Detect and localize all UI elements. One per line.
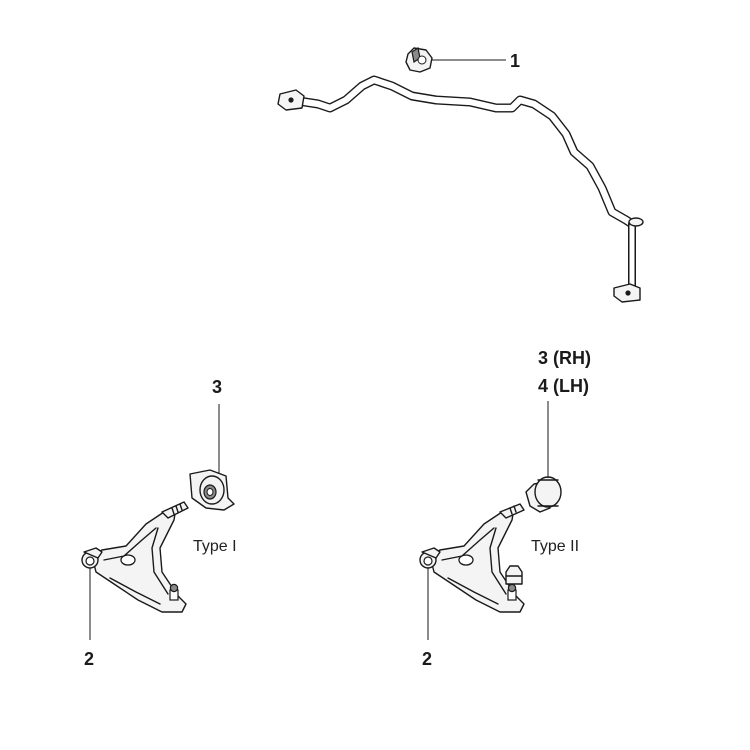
stabilizer-bar	[277, 75, 644, 303]
rear-bushing-type-one	[189, 469, 235, 511]
callout-3-type-one: 3	[212, 377, 222, 397]
type-one-label: Type I	[193, 538, 237, 555]
callout-3-rh: 3 (RH)	[538, 348, 591, 368]
callout-1: 1	[510, 51, 520, 71]
callout-2-type-two: 2	[422, 649, 432, 669]
lower-arm-type-one	[81, 501, 189, 613]
callout-2-type-one: 2	[84, 649, 94, 669]
stabilizer-bushing	[405, 47, 433, 73]
rear-bushing-type-two	[525, 476, 562, 513]
callout-4-lh: 4 (LH)	[538, 376, 589, 396]
type-two-label: Type II	[531, 538, 579, 555]
lower-arm-type-two	[419, 503, 525, 613]
